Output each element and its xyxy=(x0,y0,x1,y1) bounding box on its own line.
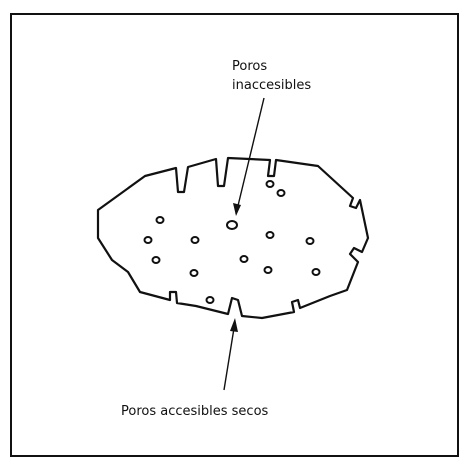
arrow-inaccessible-line xyxy=(236,98,264,214)
pore xyxy=(267,181,274,187)
arrow-accessible-line xyxy=(224,322,235,390)
pore xyxy=(157,217,164,223)
pore xyxy=(241,256,248,262)
label-accessible: Poros accesibles secos xyxy=(121,404,269,419)
pore xyxy=(191,270,198,276)
label-inaccessible-line1: Poros xyxy=(232,59,267,74)
pore xyxy=(307,238,314,244)
pore xyxy=(153,257,160,263)
arrow-inaccessible-head xyxy=(233,203,241,216)
pore xyxy=(192,237,199,243)
pore xyxy=(227,221,237,229)
arrow-accessible-head xyxy=(230,318,238,332)
pore xyxy=(265,267,272,273)
pore xyxy=(207,297,214,303)
label-inaccessible-line2: inaccesibles xyxy=(232,78,311,93)
pore xyxy=(313,269,320,275)
particle-outline xyxy=(98,158,368,318)
closed-pores xyxy=(145,181,320,303)
pore xyxy=(278,190,285,196)
pore xyxy=(267,232,274,238)
pore xyxy=(145,237,152,243)
